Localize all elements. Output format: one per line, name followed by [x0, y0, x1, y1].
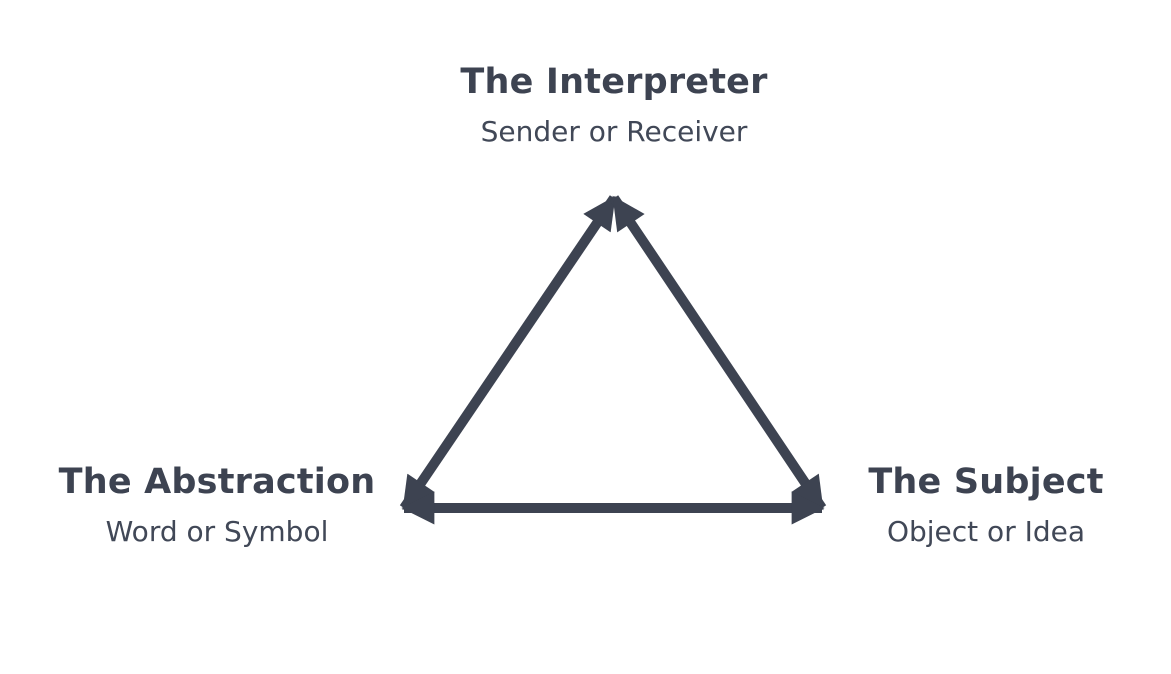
node-interpreter-subtitle: Sender or Receiver	[480, 114, 748, 148]
node-abstraction: The Abstraction Word or Symbol	[59, 460, 376, 549]
node-subject-title: The Subject	[868, 462, 1104, 502]
edge-abstraction-interpreter	[399, 195, 619, 511]
edge-subject-interpreter	[609, 195, 827, 511]
node-abstraction-title: The Abstraction	[58, 462, 376, 502]
node-subject: The Subject Object or Idea	[868, 460, 1103, 549]
node-interpreter: The Interpreter Sender or Receiver	[460, 60, 767, 149]
node-interpreter-title: The Interpreter	[460, 62, 768, 102]
node-abstraction-subtitle: Word or Symbol	[105, 514, 329, 548]
node-subject-subtitle: Object or Idea	[886, 514, 1086, 548]
